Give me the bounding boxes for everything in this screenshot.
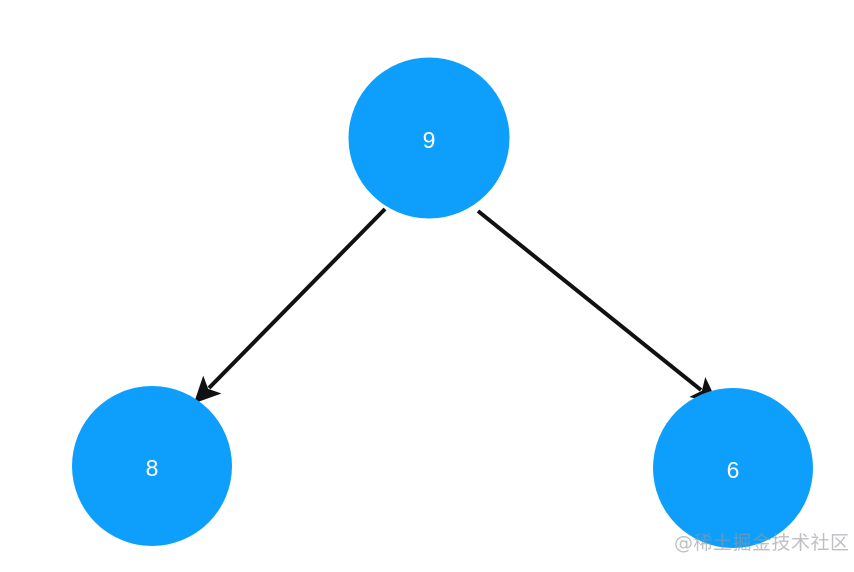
edge-root-to-left	[193, 207, 387, 404]
node-left-child[interactable]: 8	[72, 386, 232, 546]
edge-group	[193, 207, 718, 404]
node-root[interactable]: 9	[348, 57, 510, 219]
node-right-child-label: 6	[727, 457, 740, 483]
watermark-text: @稀土掘金技术社区	[674, 532, 850, 554]
node-right-child-circle[interactable]	[653, 388, 813, 548]
node-left-child-circle[interactable]	[72, 386, 232, 546]
node-root-circle[interactable]	[348, 57, 510, 219]
node-root-label: 9	[423, 127, 436, 153]
node-left-child-label: 8	[146, 455, 159, 481]
node-right-child[interactable]: 6	[653, 388, 813, 548]
edge-root-to-right	[476, 209, 718, 404]
